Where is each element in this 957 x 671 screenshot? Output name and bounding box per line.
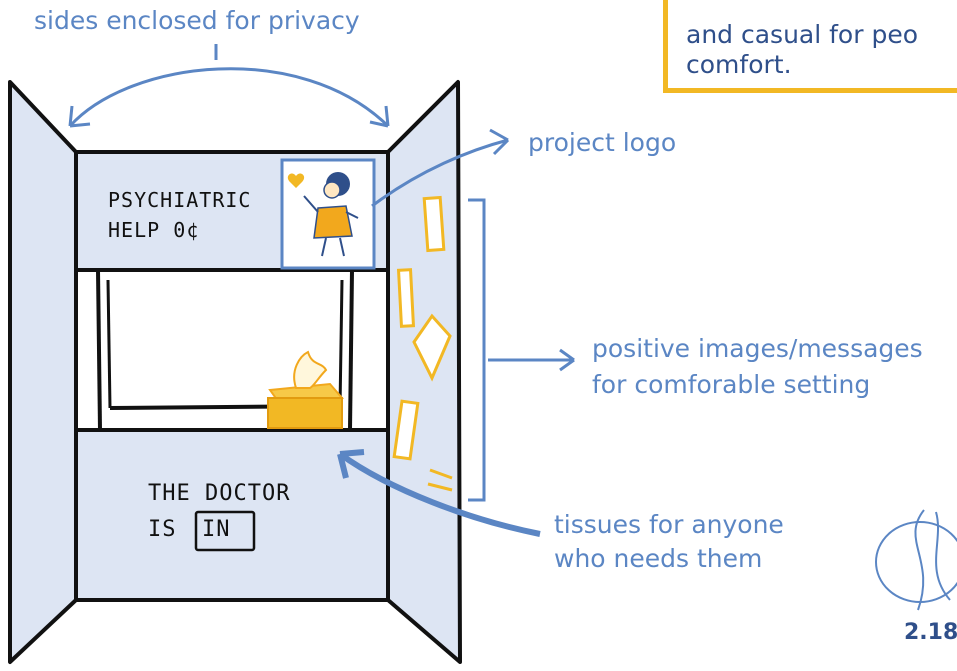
tissues-arrow-head	[337, 449, 365, 479]
positive-arrow-head	[559, 348, 575, 372]
status-box	[194, 510, 256, 552]
tissues-arrow	[338, 451, 541, 537]
note-box: and casual for peo comfort.	[663, 0, 957, 93]
positive-sticky-notes	[392, 195, 453, 492]
project-logo-figure	[287, 172, 359, 257]
lower-counter-board	[74, 428, 390, 602]
privacy-annotation: sides enclosed for privacy	[34, 6, 360, 35]
top-sign-line-1: PSYCHIATRIC	[108, 188, 252, 212]
privacy-arrow	[68, 67, 390, 128]
top-sign-line-2: HELP 0¢	[108, 218, 200, 242]
left-side-panel	[8, 80, 78, 664]
window-left-post	[96, 269, 102, 431]
positive-annotation-line-2: for comforable setting	[592, 370, 871, 399]
artist-signature	[875, 509, 957, 611]
logo-arrow	[371, 138, 509, 208]
bottom-sign-status: IN	[202, 517, 231, 542]
window-inner-left	[106, 279, 112, 409]
note-line-2: comfort.	[686, 50, 792, 79]
tissues-annotation-line-1: tissues for anyone	[554, 510, 784, 539]
bottom-sign-line-2-prefix: IS	[148, 517, 177, 542]
privacy-arrow-right-head	[369, 105, 390, 128]
logo-annotation: project logo	[528, 128, 677, 157]
tissues-annotation-line-2: who needs them	[554, 544, 763, 573]
window-inner-right	[338, 279, 344, 409]
messages-bracket	[468, 198, 486, 502]
note-line-1: and casual for peo	[686, 20, 918, 49]
window-right-post	[348, 269, 354, 431]
right-side-panel	[386, 80, 462, 664]
signature-date: 2.18	[904, 620, 957, 645]
privacy-arrow-left-head	[68, 105, 91, 128]
logo-arrow-head	[489, 128, 510, 156]
tissue-box	[267, 350, 345, 429]
bottom-sign-line-1: THE DOCTOR	[148, 481, 291, 506]
positive-annotation-line-1: positive images/messages	[592, 334, 923, 363]
